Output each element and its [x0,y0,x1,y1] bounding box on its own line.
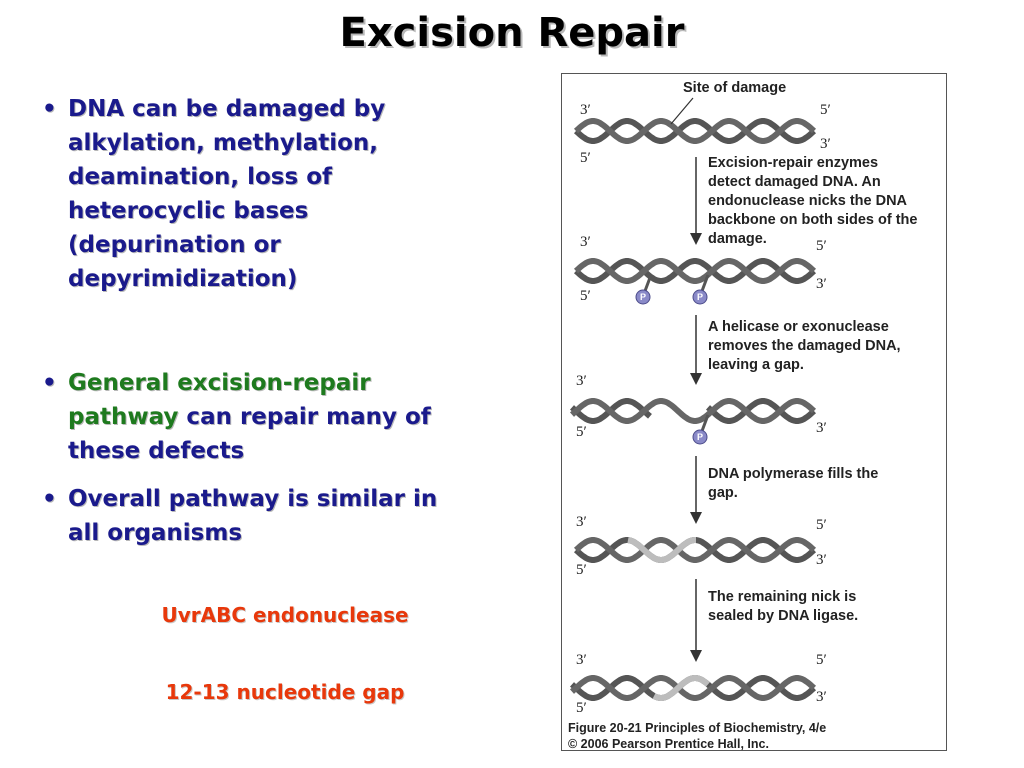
dna-helix-stage-4 [573,537,817,563]
dna-strand-bottom [573,118,817,144]
step-1-text: endonuclease nicks the DNA [708,193,908,209]
figure-caption-line1: Figure 20-21 Principles of Biochemistry,… [568,721,826,735]
step-3-text: DNA polymerase fills the [708,466,878,482]
dna-strand-bottom [569,398,817,424]
dna-helix-stage-3: P [569,398,817,445]
step-2-text: A helicase or exonuclease [708,319,889,335]
dna-helix-stage-1 [573,118,817,144]
step-1-text: Excision-repair enzymes [708,155,878,171]
phosphate-label: P [697,432,703,442]
strand-end-label: 3′ [816,276,827,292]
site-pointer [670,97,694,125]
strand-end-label: 5′ [576,424,587,440]
strand-end-label: 5′ [580,150,591,166]
site-of-damage-label: Site of damage [683,80,786,96]
strand-end-label: 5′ [576,700,587,716]
strand-end-label: 3′ [816,420,827,436]
dna-strand-top [705,398,817,424]
step-2-text: removes the damaged DNA, [708,338,901,354]
bullet-rest: can repair many of these defects [68,404,431,464]
strand-end-label: 5′ [816,517,827,533]
bullet-similar-pathway: Overall pathway is similar in all organi… [40,482,470,550]
strand-end-label: 3′ [580,234,591,250]
dna-strand-bottom [573,537,817,563]
phosphate-link [700,274,710,292]
step-2-text: leaving a gap. [708,357,804,373]
strand-end-label: 3′ [816,689,827,705]
phosphate-link [700,414,710,432]
phosphate-label: P [697,292,703,302]
step-1-text: detect damaged DNA. An [708,174,881,190]
step-4-text: The remaining nick is [708,589,856,605]
dna-strand-top [573,118,817,144]
dna-new-segment [652,675,710,701]
step-1-text: backbone on both sides of the [708,212,917,228]
phosphate-icon [692,289,708,305]
figure-caption-line2: © 2006 Pearson Prentice Hall, Inc. [568,737,769,751]
strand-end-label: 3′ [816,552,827,568]
strand-end-label: 5′ [816,238,827,254]
strand-end-label: 3′ [580,102,591,118]
bullet-list: DNA can be damaged by alkylation, methyl… [40,92,470,550]
step-4-text: sealed by DNA ligase. [708,608,858,624]
dna-strand-bottom [573,258,817,284]
dna-strand-bottom [569,675,817,701]
strand-end-label: 3′ [820,136,831,152]
note-uvrabc: UvrABC endonuclease [161,603,409,627]
phosphate-label: P [640,292,646,302]
step-1-text: damage. [708,231,767,247]
bullet-highlight: General excision-repair pathway [68,370,371,430]
strand-end-label: 5′ [820,102,831,118]
bullet-excision-pathway: General excision-repair pathway can repa… [40,366,470,468]
dna-helix-stage-5 [569,675,817,701]
phosphate-icon [635,289,651,305]
phosphate-icon [692,429,708,445]
strand-end-label: 5′ [580,288,591,304]
strand-end-label: 5′ [816,652,827,668]
dna-new-segment [627,537,696,563]
strand-end-label: 3′ [576,652,587,668]
bullet-dna-damage: DNA can be damaged by alkylation, methyl… [40,92,470,296]
step-3-text: gap. [708,485,738,501]
strand-end-label: 3′ [576,373,587,389]
note-gap: 12-13 nucleotide gap [165,680,405,704]
strand-end-label: 5′ [576,562,587,578]
phosphate-link [643,274,653,292]
slide-title: Excision Repair [339,10,685,56]
strand-end-label: 3′ [576,514,587,530]
dna-strand-top [573,258,817,284]
